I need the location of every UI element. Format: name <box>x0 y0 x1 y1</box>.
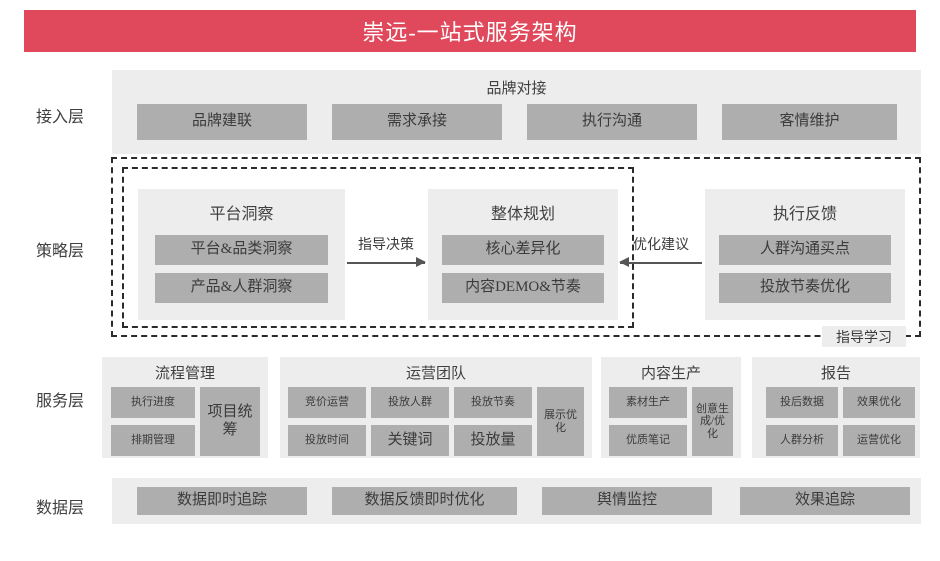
strategy-group-title: 执行反馈 <box>772 206 837 223</box>
service-ops-item-r2-2[interactable]: 投放量 <box>454 425 532 456</box>
strategy-group-title: 整体规划 <box>490 206 555 223</box>
service-content-item-tall[interactable]: 创意生成/优化 <box>692 387 733 456</box>
service-ops-item-r1-0[interactable]: 竞价运营 <box>288 387 366 418</box>
access-layer-panel: 品牌对接 品牌建联 需求承接 执行沟通 客情维护 <box>112 70 921 154</box>
data-item-3[interactable]: 效果追踪 <box>740 487 910 515</box>
strategy-platform-item-0[interactable]: 平台&品类洞察 <box>155 235 328 265</box>
data-item-0[interactable]: 数据即时追踪 <box>137 487 307 515</box>
service-group-title: 内容生产 <box>640 366 701 382</box>
service-process-item-tall[interactable]: 项目统筹 <box>200 387 260 456</box>
service-ops-item-r2-1[interactable]: 关键词 <box>371 425 449 456</box>
service-group-title: 流程管理 <box>154 366 215 382</box>
access-item-2[interactable]: 执行沟通 <box>527 104 697 140</box>
page-title: 崇远-一站式服务架构 <box>362 20 578 45</box>
layer-label-strategy: 策略层 <box>35 243 84 260</box>
service-report-item-r1-1[interactable]: 效果优化 <box>843 387 915 418</box>
service-ops-item-tall[interactable]: 展示优化 <box>537 387 584 456</box>
service-content-item-1[interactable]: 优质笔记 <box>609 425 687 456</box>
strategy-group-platform-insight: 平台洞察 平台&品类洞察 产品&人群洞察 <box>138 189 345 320</box>
arrow-guide-decision-label: 指导决策 <box>358 238 414 253</box>
service-group-title: 运营团队 <box>405 366 466 382</box>
strategy-platform-item-1[interactable]: 产品&人群洞察 <box>155 273 328 303</box>
service-ops-item-r2-0[interactable]: 投放时间 <box>288 425 366 456</box>
layer-label-data: 数据层 <box>35 500 84 517</box>
data-layer-panel: 数据即时追踪 数据反馈即时优化 舆情监控 效果追踪 <box>112 478 921 524</box>
service-group-content-production: 内容生产 素材生产 优质笔记 创意生成/优化 <box>601 357 741 458</box>
service-process-item-0[interactable]: 执行进度 <box>111 387 195 418</box>
arrow-optimize-suggestion-line <box>620 262 702 264</box>
strategy-group-overall-plan: 整体规划 核心差异化 内容DEMO&节奏 <box>428 189 618 320</box>
strategy-edge-tag-guided-learning: 指导学习 <box>822 326 906 347</box>
strategy-group-title: 平台洞察 <box>209 206 274 223</box>
strategy-inner-boundary <box>122 167 634 328</box>
service-group-report: 报告 投后数据 效果优化 人群分析 运营优化 <box>752 357 920 458</box>
strategy-plan-item-1[interactable]: 内容DEMO&节奏 <box>442 273 604 303</box>
service-process-item-1[interactable]: 排期管理 <box>111 425 195 456</box>
layer-label-service: 服务层 <box>35 393 84 410</box>
arrow-right-head-icon <box>416 257 426 267</box>
service-group-process-management: 流程管理 执行进度 排期管理 项目统筹 <box>102 357 268 458</box>
service-ops-item-r1-1[interactable]: 投放人群 <box>371 387 449 418</box>
service-group-operations-team: 运营团队 竞价运营 投放人群 投放节奏 投放时间 关键词 投放量 展示优化 <box>280 357 592 458</box>
service-report-item-r1-0[interactable]: 投后数据 <box>766 387 838 418</box>
access-layer-title: 品牌对接 <box>486 81 547 97</box>
strategy-group-execution-feedback: 执行反馈 人群沟通买点 投放节奏优化 <box>705 189 905 320</box>
page-title-banner: 崇远-一站式服务架构 <box>24 10 916 52</box>
service-content-item-0[interactable]: 素材生产 <box>609 387 687 418</box>
access-item-1[interactable]: 需求承接 <box>332 104 502 140</box>
access-item-0[interactable]: 品牌建联 <box>137 104 307 140</box>
strategy-feedback-item-0[interactable]: 人群沟通买点 <box>719 235 891 265</box>
arrow-left-head-icon <box>619 257 629 267</box>
arrow-optimize-suggestion-label: 优化建议 <box>633 238 689 253</box>
data-item-1[interactable]: 数据反馈即时优化 <box>332 487 517 515</box>
service-report-item-r2-1[interactable]: 运营优化 <box>843 425 915 456</box>
service-ops-item-r1-2[interactable]: 投放节奏 <box>454 387 532 418</box>
strategy-feedback-item-1[interactable]: 投放节奏优化 <box>719 273 891 303</box>
data-item-2[interactable]: 舆情监控 <box>542 487 712 515</box>
arrow-guide-decision-line <box>347 262 425 264</box>
service-report-item-r2-0[interactable]: 人群分析 <box>766 425 838 456</box>
access-item-3[interactable]: 客情维护 <box>722 104 897 140</box>
service-group-title: 报告 <box>820 366 851 382</box>
layer-label-access: 接入层 <box>35 109 84 126</box>
strategy-plan-item-0[interactable]: 核心差异化 <box>442 235 604 265</box>
strategy-outer-boundary <box>111 157 921 337</box>
